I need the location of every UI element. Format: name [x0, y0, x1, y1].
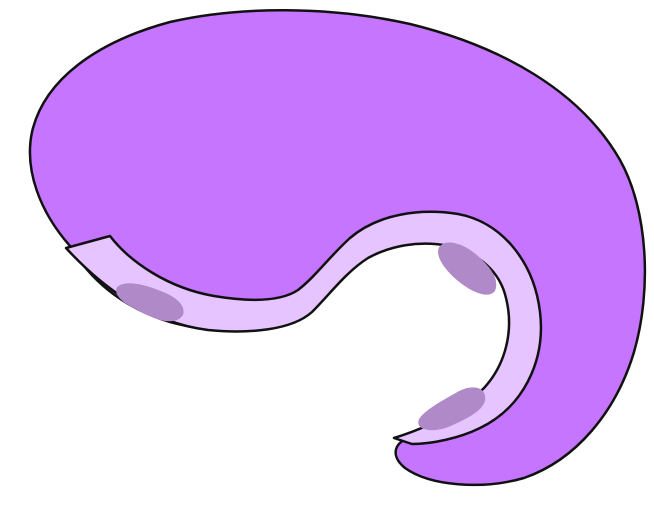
band-patch-upper-right — [438, 242, 497, 295]
band-patch-lower-right — [418, 387, 486, 431]
band-patch-left — [116, 283, 184, 322]
outer-body — [28, 9, 647, 487]
inner-band — [64, 210, 543, 446]
